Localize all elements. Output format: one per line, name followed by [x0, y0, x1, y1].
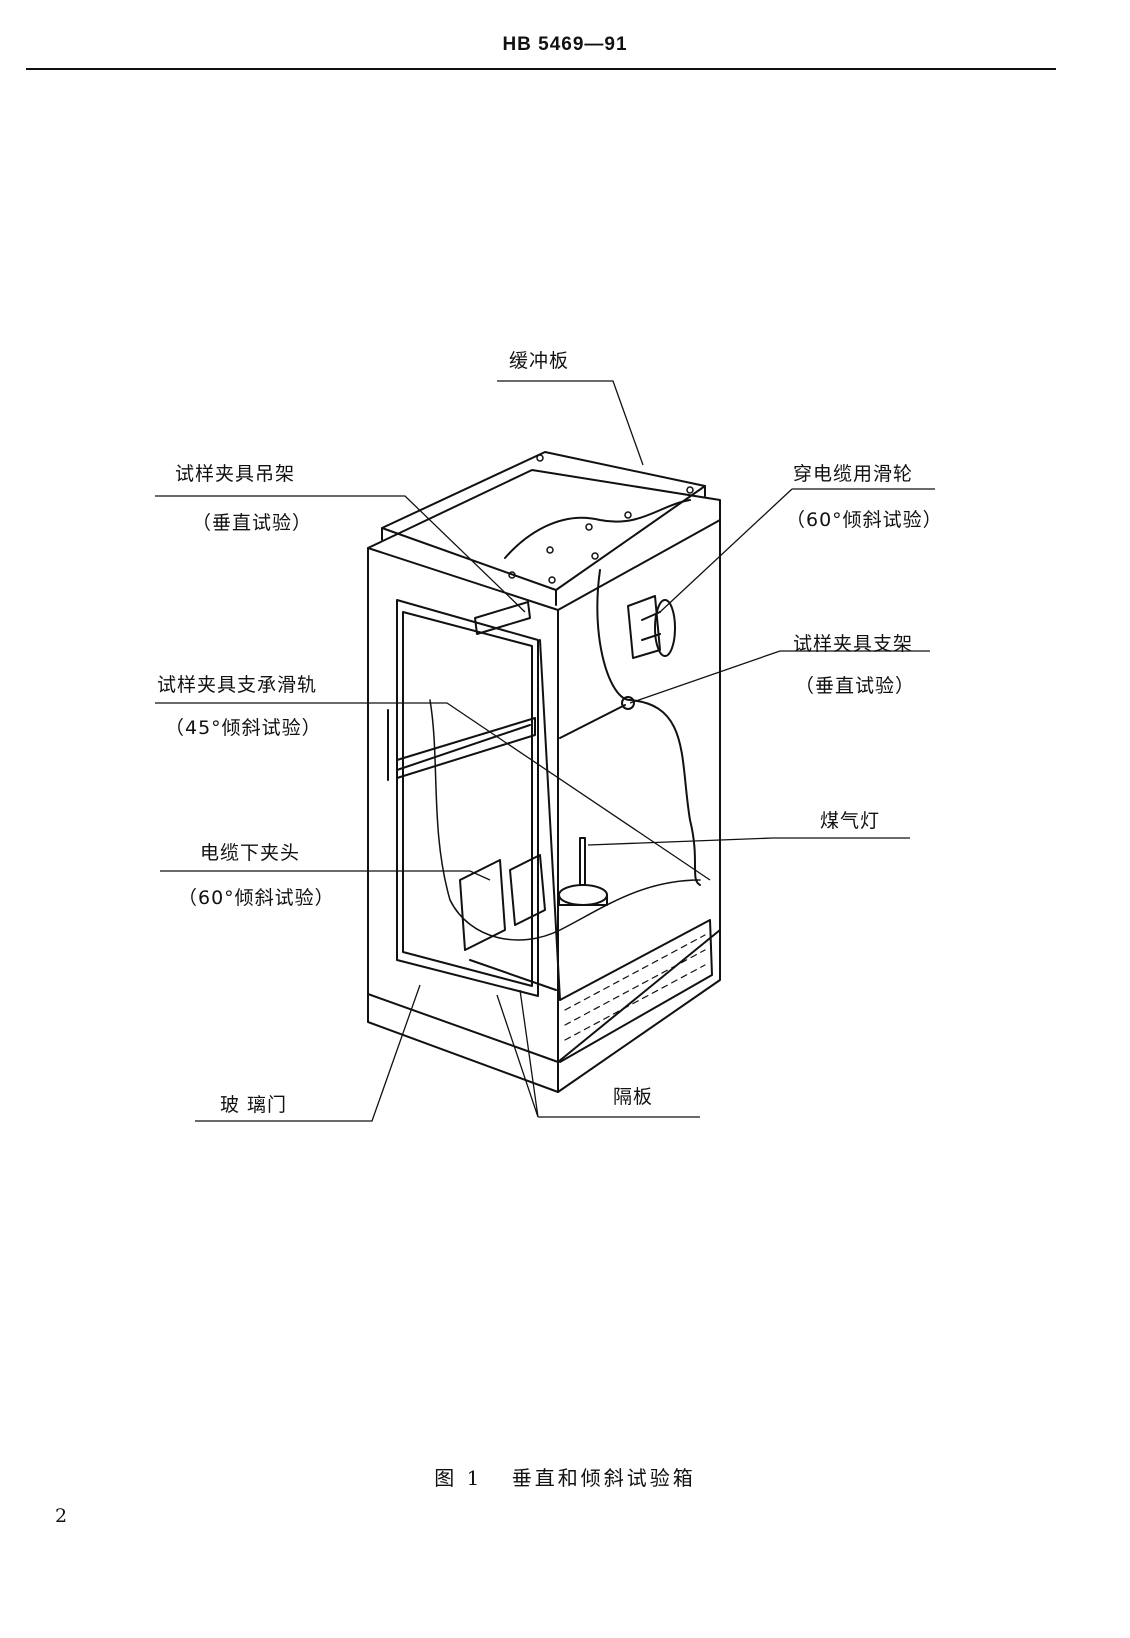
lower-clamp-shape: [459, 859, 506, 951]
figure-caption: 图 1 垂直和倾斜试验箱: [0, 1462, 1130, 1491]
cabinet-top: [367, 469, 721, 549]
header-rule: [26, 68, 1056, 70]
label-specimen-clamp-hanger: 试样夹具吊架: [175, 463, 296, 485]
label-cable-pulley: 穿电缆用滑轮: [793, 463, 914, 485]
support-rail-shape: [396, 717, 536, 779]
figure-number: 图 1: [434, 1466, 483, 1490]
pulley-shape: [627, 595, 661, 659]
document-code: HB 5469—91: [502, 34, 628, 55]
partition-shape: [469, 959, 557, 991]
figure-title: 垂直和倾斜试验箱: [511, 1466, 696, 1490]
label-gas-burner: 煤气灯: [820, 810, 881, 832]
glass-door-frame: [396, 599, 539, 997]
label-cable-lower-clamp: 电缆下夹头: [200, 842, 301, 864]
label-clamp-support-rail: 试样夹具支承滑轨: [157, 674, 318, 696]
label-clamp-bracket: 试样夹具支架: [793, 633, 914, 655]
label-cable-pulley-note: （60°倾斜试验）: [786, 509, 943, 531]
page-number: 2: [55, 1505, 68, 1527]
burner-shape: [579, 837, 586, 886]
label-buffer-plate: 缓冲板: [509, 350, 570, 372]
cabinet-side: [557, 519, 721, 1063]
label-clamp-support-rail-note: （45°倾斜试验）: [165, 717, 322, 739]
hanger-shape: [474, 601, 531, 635]
bracket-rod: [559, 704, 626, 739]
label-glass-door: 玻 璃门: [220, 1094, 288, 1116]
label-cable-lower-clamp-note: （60°倾斜试验）: [178, 887, 335, 909]
label-clamp-bracket-note: （垂直试验）: [795, 675, 916, 697]
label-partition: 隔板: [613, 1086, 654, 1108]
label-specimen-clamp-hanger-note: （垂直试验）: [192, 512, 313, 534]
